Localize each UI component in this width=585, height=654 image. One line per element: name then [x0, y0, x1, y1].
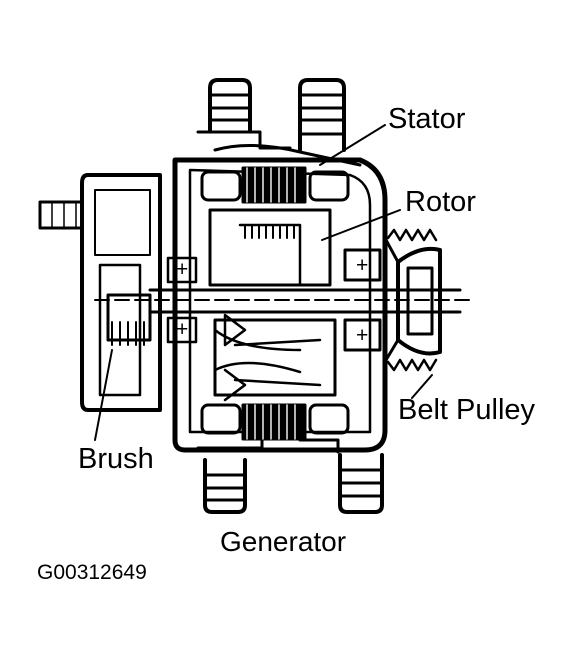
rotor-assembly [208, 208, 337, 402]
stator-windings [200, 166, 350, 441]
stator-label: Stator [388, 103, 466, 135]
bottom-mounting-lugs [196, 438, 384, 514]
housing [172, 144, 388, 453]
brush-label: Brush [78, 443, 154, 475]
generator-caption: Generator [220, 526, 347, 557]
front-bearing [166, 248, 382, 352]
rear-cover [38, 173, 162, 412]
belt-pulley [384, 228, 442, 372]
terminal-mark-upper-left: + [176, 258, 189, 281]
top-mounting-lugs [196, 78, 346, 152]
terminal-mark-lower-left: + [176, 318, 189, 341]
terminal-mark-lower-right: + [356, 324, 369, 347]
rotor-label: Rotor [405, 186, 476, 218]
leader-lines [94, 124, 433, 441]
belt-pulley-label: Belt Pulley [398, 394, 536, 426]
figure-code: G00312649 [37, 561, 147, 584]
terminal-mark-upper-right: + [356, 254, 369, 277]
